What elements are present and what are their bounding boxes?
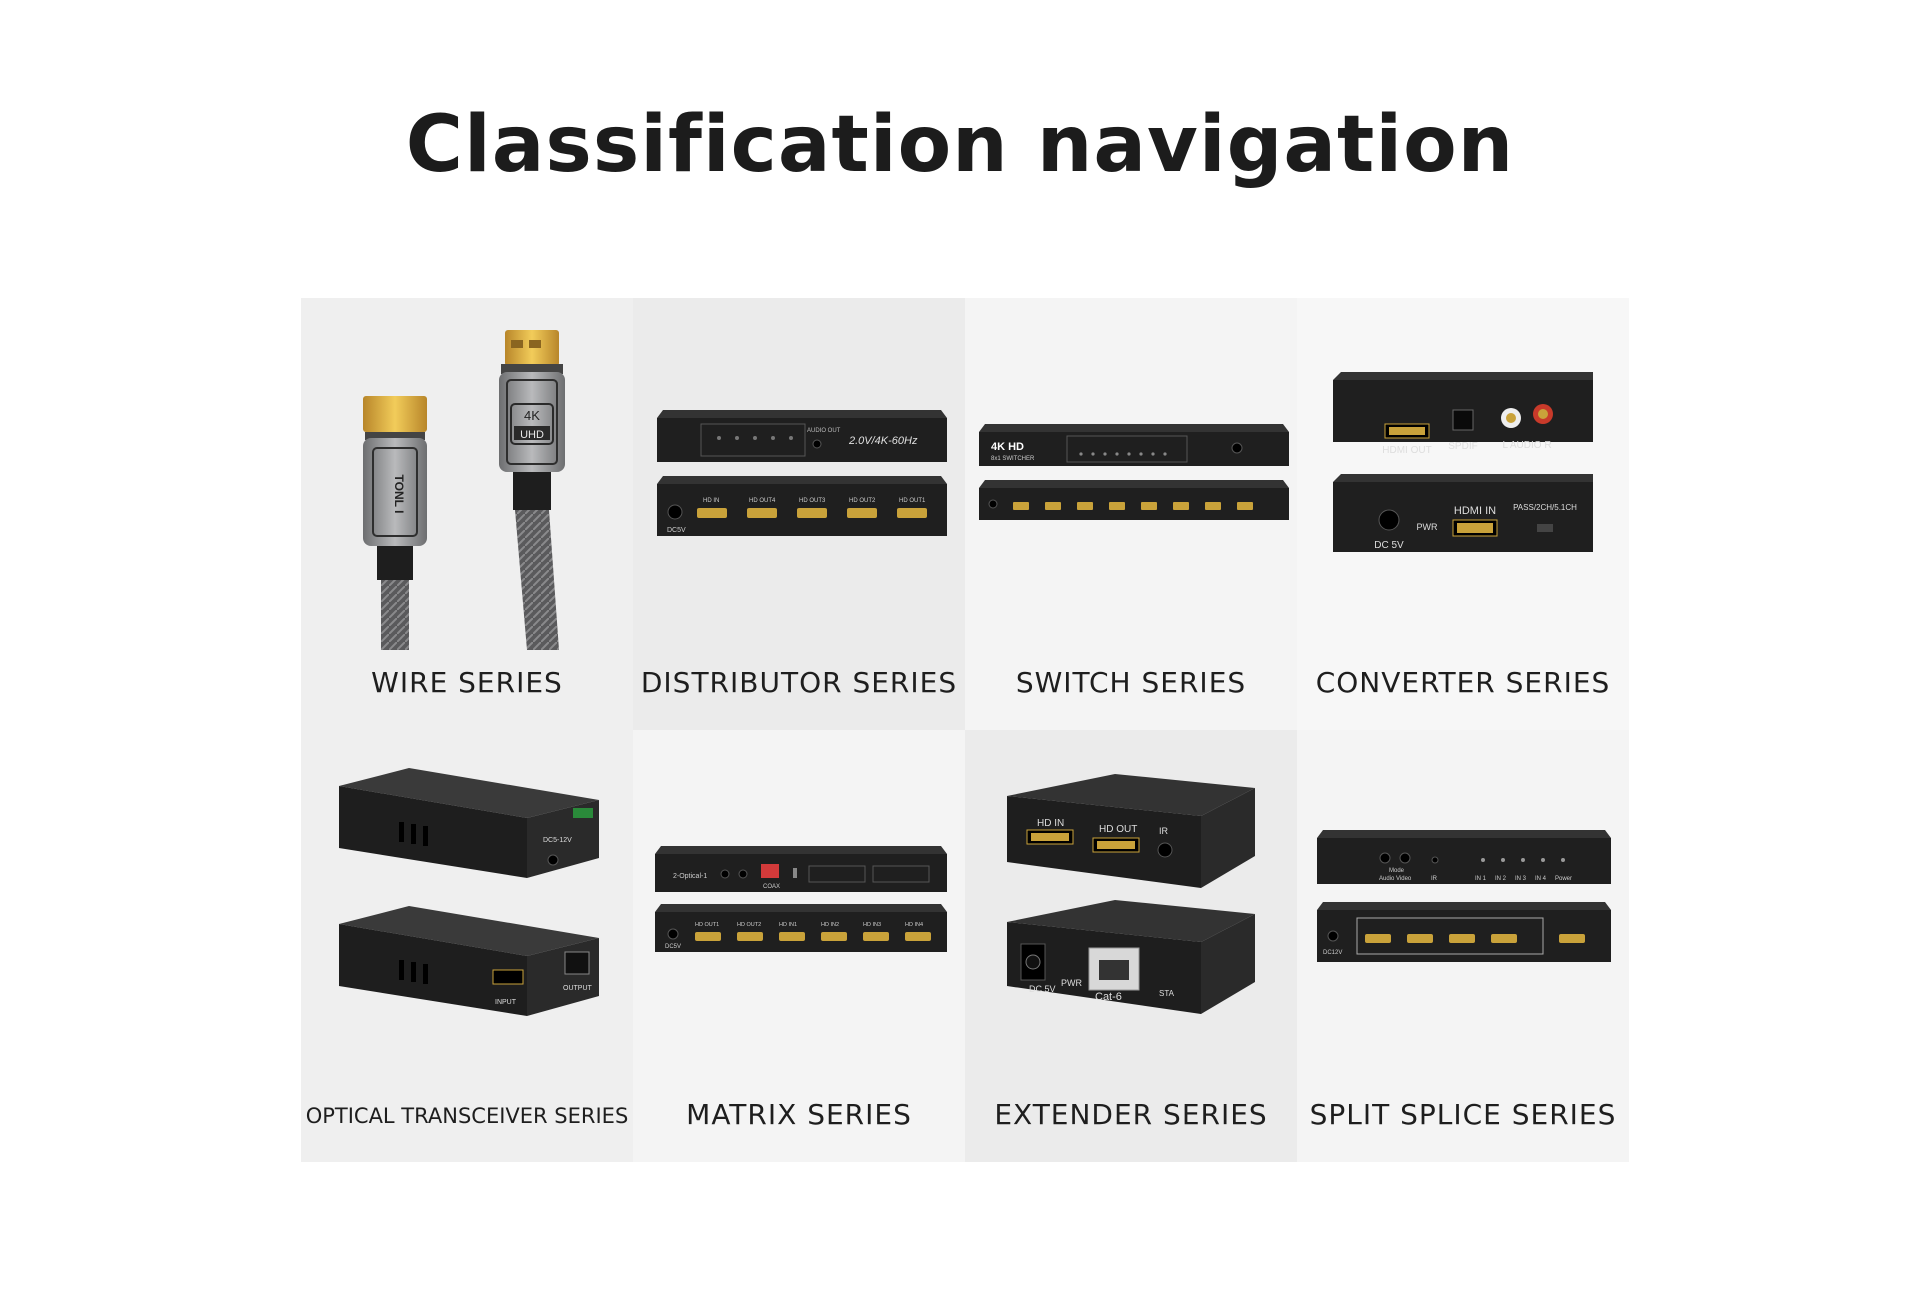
category-label: DISTRIBUTOR SERIES [640, 666, 958, 699]
mode-text: PASS/2CH/5.1CH [1513, 503, 1577, 512]
port-label: HD OUT2 [737, 922, 761, 928]
uhd-text: UHD [520, 429, 544, 441]
hdmi-switcher-icon: 4K HD 8x1 SWITCHER [979, 424, 1289, 520]
dc-text: DC12V [1323, 950, 1342, 956]
input-label: IN 1 [1475, 876, 1487, 882]
category-card-switch[interactable]: 4K HD 8x1 SWITCHER SWITCH SERIES [965, 298, 1297, 730]
category-label: CONVERTER SERIES [1315, 666, 1611, 699]
port-label: HD OUT2 [849, 498, 876, 504]
hdmi-cable-icon: TONL I 4K UHD [363, 330, 565, 650]
category-label: SWITCH SERIES [1015, 666, 1247, 699]
category-card-split-splice[interactable]: Mode Audio Video IR IN 1 IN 2 IN 3 IN 4 … [1297, 730, 1629, 1162]
output-text: OUTPUT [563, 985, 593, 992]
category-card-optical-transceiver[interactable]: DC5-12V INPUT OUTPUT OPTICAL TRANSCEIVER… [301, 730, 633, 1162]
hdmi-in-text: HDMI IN [1454, 505, 1496, 517]
category-card-distributor[interactable]: AUDIO OUT 2.0V/4K-60Hz DC5V HD IN HD OUT… [633, 298, 965, 730]
category-card-converter[interactable]: HDMI OUT SPDIF L AUDIO R DC 5V PWR HDMI … [1297, 298, 1629, 730]
audio-out-text: AUDIO OUT [807, 428, 841, 434]
dc-text: DC5V [667, 527, 686, 534]
category-card-matrix[interactable]: 2-Optical-1 COAX DC5V HD OUT1 HD OUT2 HD… [633, 730, 965, 1162]
category-card-extender[interactable]: HD IN HD OUT IR DC 5V PWR Cat-6 STA EXTE… [965, 730, 1297, 1162]
port-label: HD OUT1 [695, 922, 719, 928]
hd-out-text: HD OUT [1099, 824, 1137, 835]
audio-text: L AUDIO R [1502, 440, 1551, 451]
mode-text: Mode [1389, 868, 1405, 874]
hdmi-splitter-icon: AUDIO OUT 2.0V/4K-60Hz DC5V HD IN HD OUT… [657, 410, 947, 536]
category-label: MATRIX SERIES [686, 1098, 912, 1131]
category-label: OPTICAL TRANSCEIVER SERIES [305, 1104, 629, 1128]
port-label: HD IN1 [779, 922, 797, 928]
category-label: EXTENDER SERIES [994, 1098, 1268, 1131]
optical-text: 2-Optical-1 [673, 873, 707, 880]
power-text: Power [1555, 876, 1572, 882]
category-label: WIRE SERIES [371, 666, 563, 699]
cable-text: Cat-6 [1095, 991, 1122, 1003]
port-label: HD IN2 [821, 922, 839, 928]
4k-text: 4K [524, 408, 540, 423]
port-label: HD OUT4 [749, 498, 776, 504]
input-label: IN 3 [1515, 876, 1527, 882]
optical-transceiver-icon: DC5-12V INPUT OUTPUT [339, 768, 599, 1016]
ir-text: IR [1431, 876, 1438, 882]
pwr-text: PWR [1417, 522, 1438, 532]
dc-text: DC5V [665, 944, 681, 950]
input-label: IN 4 [1535, 876, 1547, 882]
dc-text: DC 5V [1029, 984, 1056, 994]
category-grid: TONL I 4K UHD WIRE SERIES AUDIO OUT [301, 298, 1629, 1162]
hd-in-text: HD IN [1037, 818, 1064, 829]
port-label: HD IN [703, 498, 719, 504]
port-label: HD OUT1 [899, 498, 926, 504]
dc-text: DC5-12V [543, 837, 572, 844]
switch-brand-text: 4K HD [991, 441, 1024, 453]
dc-text: DC 5V [1374, 540, 1404, 551]
brand-text: TONL I [392, 475, 406, 514]
audio-converter-icon: HDMI OUT SPDIF L AUDIO R DC 5V PWR HDMI … [1333, 372, 1593, 552]
input-label: IN 2 [1495, 876, 1507, 882]
category-card-wire[interactable]: TONL I 4K UHD WIRE SERIES [301, 298, 633, 730]
multiviewer-icon: Mode Audio Video IR IN 1 IN 2 IN 3 IN 4 … [1317, 830, 1611, 962]
sta-text: STA [1159, 989, 1175, 998]
hdmi-matrix-icon: 2-Optical-1 COAX DC5V HD OUT1 HD OUT2 HD… [655, 846, 947, 952]
hdmi-out-text: HDMI OUT [1382, 445, 1431, 456]
switch-model-text: 8x1 SWITCHER [991, 456, 1035, 462]
pwr-text: PWR [1061, 978, 1082, 988]
page-title: Classification navigation [405, 100, 1515, 190]
port-label: HD IN4 [905, 922, 923, 928]
spec-text: 2.0V/4K-60Hz [848, 435, 918, 447]
port-label: HD OUT3 [799, 498, 826, 504]
hdmi-extender-icon: HD IN HD OUT IR DC 5V PWR Cat-6 STA [1007, 774, 1255, 1014]
port-label: HD IN3 [863, 922, 881, 928]
coax-text: COAX [763, 884, 780, 890]
spdif-text: SPDIF [1448, 441, 1477, 452]
input-text: INPUT [495, 999, 517, 1006]
ir-text: IR [1159, 826, 1169, 836]
av-text: Audio Video [1379, 876, 1412, 882]
category-label: SPLIT SPLICE SERIES [1309, 1098, 1617, 1131]
